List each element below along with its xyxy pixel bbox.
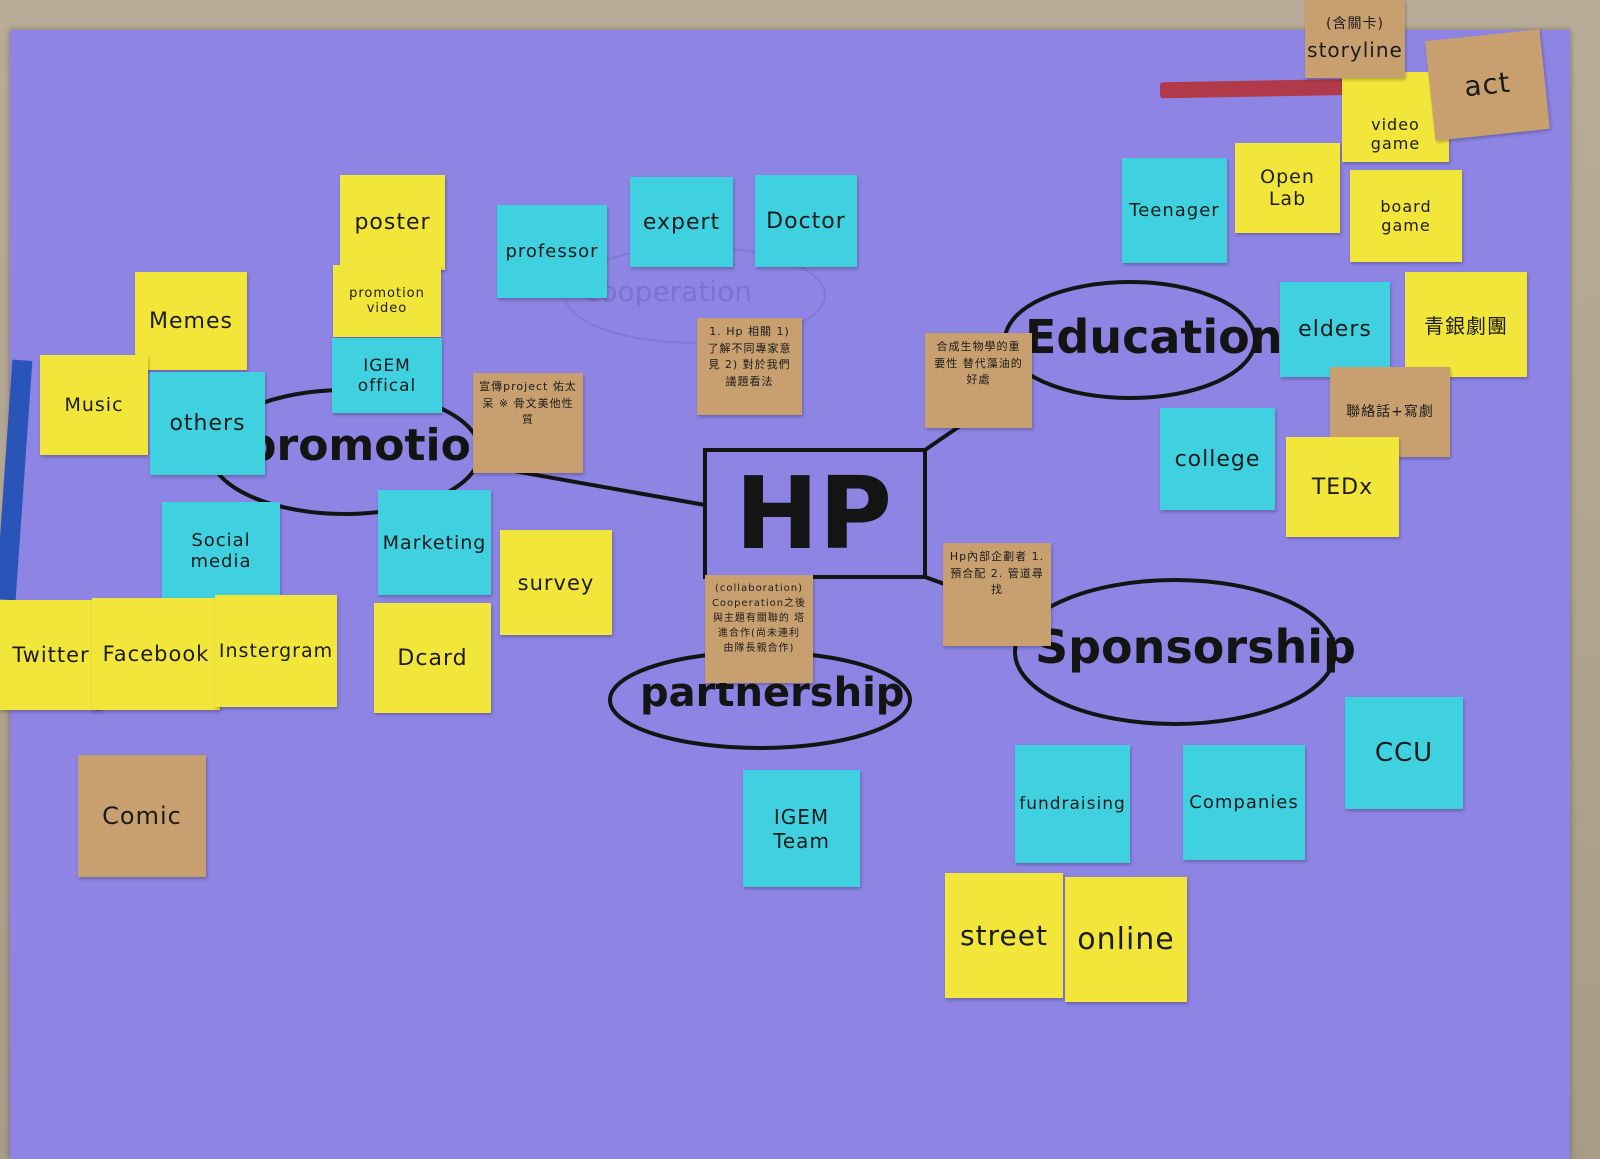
note-companies: Companies — [1183, 745, 1305, 860]
note-teenager: Teenager — [1122, 158, 1227, 263]
note-dcard: Dcard — [374, 603, 491, 713]
note-instagram: Instergram — [215, 595, 337, 707]
note-elders: elders — [1280, 282, 1390, 377]
note-memes: Memes — [135, 272, 247, 370]
note-board-game: board game — [1350, 170, 1462, 262]
storyline-label: storyline — [1307, 37, 1403, 62]
note-poster: poster — [340, 175, 445, 270]
category-cooperation: cooperation — [585, 275, 752, 308]
note-troupe: 青銀劇團 — [1405, 272, 1527, 377]
note-comic: Comic — [78, 755, 206, 877]
note-igem-team: IGEM Team — [743, 770, 860, 887]
note-edu-handwritten: 合成生物學的重要性 替代藻油的好處 — [925, 333, 1032, 428]
note-social-media: Social media — [162, 502, 280, 600]
sponsorship-bubble — [1013, 578, 1337, 726]
note-promotion-video: promotion video — [333, 265, 441, 337]
note-act: act — [1425, 29, 1550, 141]
note-college: college — [1160, 408, 1275, 510]
note-open-lab: Open Lab — [1235, 143, 1340, 233]
note-professor: professor — [497, 205, 607, 298]
note-storyline: (含關卡) storyline — [1305, 0, 1405, 78]
note-others: others — [150, 372, 265, 475]
note-online: online — [1065, 877, 1187, 1002]
category-sponsorship: Sponsorship — [1035, 620, 1356, 674]
note-igem-official: IGEM offical — [332, 338, 442, 413]
note-expert: expert — [630, 177, 733, 267]
category-education: Education — [1025, 310, 1283, 364]
note-hp-handwritten: 1. Hp 相關 1) 了解不同專家意見 2) 對於我們議題看法 — [697, 318, 802, 415]
note-marketing: Marketing — [378, 490, 491, 595]
note-survey: survey — [500, 530, 612, 635]
note-street: street — [945, 873, 1063, 998]
storyline-top-label: (含關卡) — [1326, 15, 1384, 32]
note-fundraising: fundraising — [1015, 745, 1130, 863]
note-music: Music — [40, 355, 148, 455]
note-collab-handwritten: (collaboration) Cooperation之後 與主題有關聯的 塔進… — [705, 575, 813, 683]
note-promo-handwritten: 宣傳project 佑太呆 ※ 骨文美他性質 — [473, 373, 583, 473]
note-sponsor-handwritten: Hp內部企劃者 1. 預合配 2. 管道尋找 — [943, 543, 1051, 646]
hp-box — [703, 448, 927, 579]
category-promotion: promotion — [245, 420, 503, 471]
note-facebook: Facebook — [92, 598, 220, 710]
note-tedx: TEDx — [1286, 437, 1399, 537]
note-ccu: CCU — [1345, 697, 1463, 809]
center-label: HP — [735, 455, 892, 572]
note-doctor: Doctor — [755, 175, 857, 267]
note-twitter: Twitter — [0, 600, 102, 710]
